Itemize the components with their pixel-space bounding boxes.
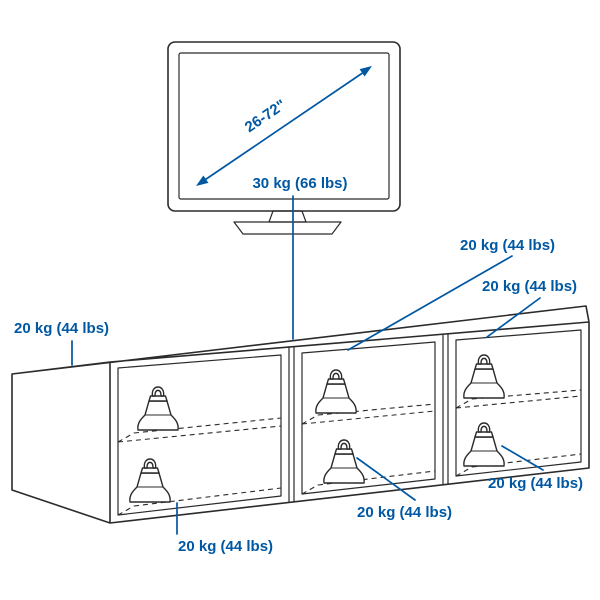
weight-icon-right-bottom xyxy=(463,422,505,467)
bench-illustration xyxy=(11,305,590,524)
pointer-line-middle-top xyxy=(347,255,513,351)
section-frame-left xyxy=(117,354,282,516)
pointer-line-middle-bottom xyxy=(356,457,416,501)
shelf-dashed-lines-left xyxy=(117,417,282,516)
tv-size-label: 26-72" xyxy=(242,97,289,137)
bench-dividers xyxy=(288,333,449,503)
weight-icon-middle-top xyxy=(315,369,357,414)
weight-icon-left-bottom xyxy=(129,458,171,503)
weight-icon-middle-bottom xyxy=(323,439,365,484)
tv-illustration: 26-72" xyxy=(167,41,401,235)
shelf-dashed-lines-right xyxy=(455,389,582,477)
tv-diagonal-arrow xyxy=(196,66,372,186)
pointer-line-right-top xyxy=(486,297,541,338)
capacity-label-right-top: 20 kg (44 lbs) xyxy=(482,278,577,295)
weight-icon-right-top xyxy=(463,354,505,399)
capacity-label-middle-bottom: 20 kg (44 lbs) xyxy=(357,504,452,521)
arrowhead-up-icon xyxy=(359,66,372,77)
bench-outline xyxy=(11,305,590,524)
tv-stand-neck xyxy=(268,210,307,223)
weight-icon-left-top xyxy=(137,386,179,431)
capacity-label-top-surface: 30 kg (66 lbs) xyxy=(252,175,347,192)
capacity-label-left-bottom: 20 kg (44 lbs) xyxy=(178,538,273,555)
capacity-annotations: 30 kg (66 lbs) 20 kg (44 lbs) 20 kg (44 … xyxy=(14,175,583,555)
diagonal-arrow-line xyxy=(203,71,365,182)
section-frame-middle xyxy=(301,341,436,495)
tv-screen xyxy=(178,52,390,200)
shelf-dashed-lines-middle xyxy=(301,403,436,495)
pointer-line-right-bottom xyxy=(501,445,544,471)
capacity-label-middle-top: 20 kg (44 lbs) xyxy=(460,237,555,254)
arrowhead-down-icon xyxy=(196,175,209,186)
capacity-label-right-bottom: 20 kg (44 lbs) xyxy=(488,475,583,492)
capacity-label-left-top: 20 kg (44 lbs) xyxy=(14,320,109,337)
section-frame-right xyxy=(455,329,582,477)
tv-stand-base xyxy=(233,221,342,235)
